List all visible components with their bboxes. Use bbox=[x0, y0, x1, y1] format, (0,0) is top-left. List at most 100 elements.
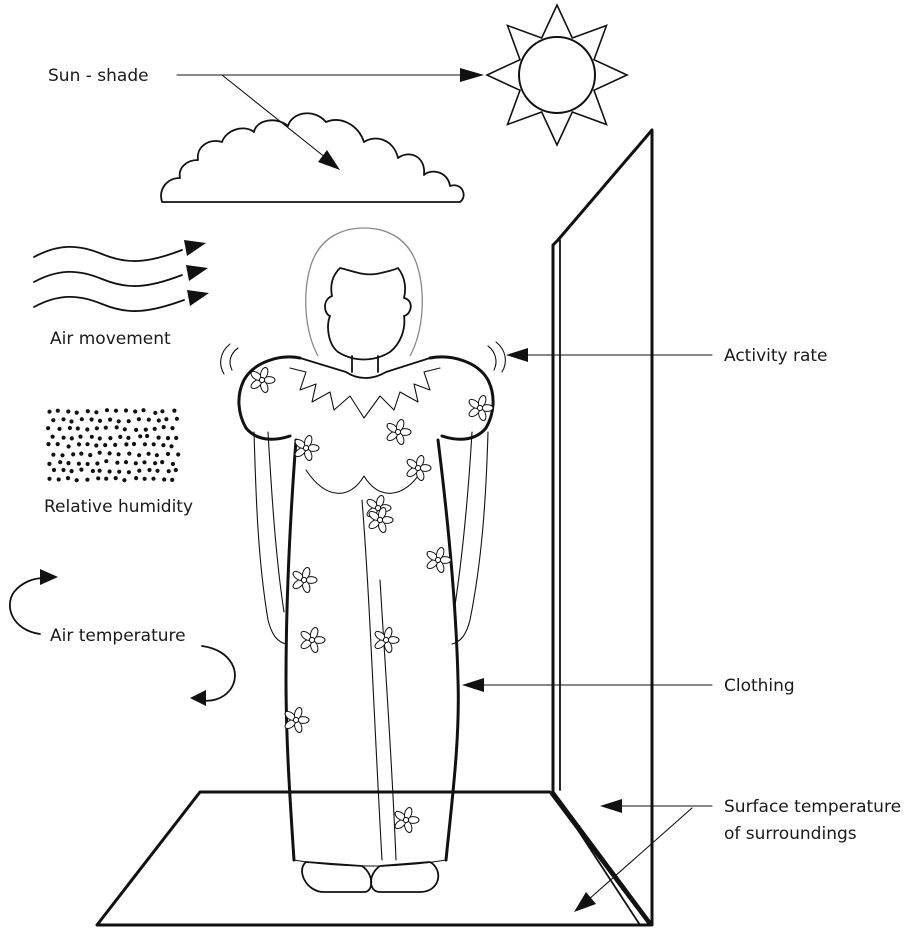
humidity-dot bbox=[98, 469, 102, 473]
humidity-dot bbox=[71, 452, 75, 456]
humidity-dot bbox=[47, 477, 51, 481]
humidity-dot bbox=[51, 435, 55, 439]
humidity-dot bbox=[114, 476, 118, 480]
humidity-dot bbox=[85, 442, 89, 446]
humidity-dot bbox=[171, 462, 175, 466]
humidity-dot bbox=[88, 453, 92, 457]
humidity-dot bbox=[98, 436, 102, 440]
humidity-dot bbox=[127, 470, 131, 474]
humidity-dot bbox=[175, 417, 179, 421]
humidity-dot bbox=[117, 452, 121, 456]
humidity-dot bbox=[66, 476, 70, 480]
humidity-dot bbox=[166, 452, 170, 456]
humidity-dot bbox=[124, 442, 128, 446]
humidity-dot bbox=[152, 442, 156, 446]
humidity-dot bbox=[145, 434, 149, 438]
humidity-dot bbox=[57, 477, 61, 481]
humidity-dot bbox=[75, 478, 79, 482]
humidity-dot bbox=[122, 478, 126, 482]
humidity-dot bbox=[86, 409, 90, 413]
label-activity-rate: Activity rate bbox=[724, 346, 828, 366]
clothing-arrow bbox=[462, 678, 712, 692]
humidity-dot bbox=[141, 408, 145, 412]
humidity-dot bbox=[176, 452, 180, 456]
humidity-dot bbox=[98, 419, 102, 423]
humidity-dot bbox=[143, 442, 147, 446]
humidity-dot bbox=[104, 477, 108, 481]
humidity-dot bbox=[162, 425, 166, 429]
humidity-dot bbox=[86, 462, 90, 466]
humidity-dot bbox=[68, 426, 72, 430]
humidity-dot bbox=[108, 418, 112, 422]
flower-icon bbox=[299, 627, 325, 654]
humidity-dot bbox=[161, 443, 165, 447]
humidity-dot bbox=[126, 436, 130, 440]
flower-icon bbox=[291, 567, 317, 594]
humidity-dot bbox=[75, 411, 79, 415]
humidity-dot bbox=[137, 453, 141, 457]
humidity-dot bbox=[108, 436, 112, 440]
humidity-dot bbox=[95, 426, 99, 430]
humidity-dot bbox=[46, 442, 50, 446]
humidity-dot bbox=[51, 453, 55, 457]
humidity-dot bbox=[174, 436, 178, 440]
flower-icon bbox=[393, 807, 419, 834]
humidity-dot bbox=[51, 418, 55, 422]
flower-icon bbox=[385, 419, 411, 446]
humidity-dot bbox=[174, 468, 178, 472]
label-surface-temperature-line2: of surroundings bbox=[724, 824, 857, 844]
humidity-dot bbox=[124, 408, 128, 412]
humidity-dots-icon bbox=[46, 408, 180, 482]
humidity-dot bbox=[147, 418, 151, 422]
humidity-dot bbox=[162, 477, 166, 481]
humidity-dot bbox=[153, 427, 157, 431]
humidity-dot bbox=[143, 477, 147, 481]
humidity-dot bbox=[69, 419, 73, 423]
humidity-dot bbox=[104, 426, 108, 430]
humidity-dot bbox=[134, 428, 138, 432]
humidity-dot bbox=[157, 436, 161, 440]
humidity-dot bbox=[114, 409, 118, 413]
humidity-dot bbox=[117, 470, 121, 474]
humidity-dot bbox=[155, 469, 159, 473]
humidity-dot bbox=[144, 428, 148, 432]
humidity-dot bbox=[94, 443, 98, 447]
humidity-dot bbox=[47, 462, 51, 466]
humidity-dot bbox=[115, 425, 119, 429]
humidity-dot bbox=[85, 427, 89, 431]
sun-shade-arrows bbox=[177, 68, 484, 170]
humidity-dot bbox=[52, 468, 56, 472]
label-clothing: Clothing bbox=[724, 676, 795, 696]
humidity-dot bbox=[90, 435, 94, 439]
humidity-dot bbox=[123, 427, 127, 431]
humidity-dot bbox=[61, 417, 65, 421]
humidity-dot bbox=[85, 478, 89, 482]
humidity-dot bbox=[57, 427, 61, 431]
humidity-dot bbox=[117, 419, 121, 423]
humidity-dot bbox=[153, 411, 157, 415]
humidity-dot bbox=[108, 469, 112, 473]
humidity-dot bbox=[58, 460, 62, 464]
humidity-dot bbox=[56, 409, 60, 413]
label-air-movement: Air movement bbox=[50, 329, 171, 349]
humidity-dot bbox=[160, 460, 164, 464]
humidity-dot bbox=[138, 434, 142, 438]
flower-icon bbox=[373, 627, 399, 654]
humidity-dot bbox=[105, 408, 109, 412]
humidity-dot bbox=[164, 417, 168, 421]
humidity-dot bbox=[96, 476, 100, 480]
humidity-dot bbox=[137, 469, 141, 473]
humidity-dot bbox=[172, 409, 176, 413]
humidity-dot bbox=[95, 461, 99, 465]
humidity-dot bbox=[134, 476, 138, 480]
humidity-dot bbox=[118, 435, 122, 439]
humidity-dot bbox=[78, 435, 82, 439]
cloud-icon bbox=[161, 113, 464, 202]
humidity-dot bbox=[103, 443, 107, 447]
humidity-dot bbox=[157, 418, 161, 422]
flower-icon bbox=[425, 547, 451, 574]
wind-icon bbox=[34, 240, 209, 311]
humidity-dot bbox=[151, 477, 155, 481]
humidity-dot bbox=[167, 469, 171, 473]
humidity-dot bbox=[104, 459, 108, 463]
